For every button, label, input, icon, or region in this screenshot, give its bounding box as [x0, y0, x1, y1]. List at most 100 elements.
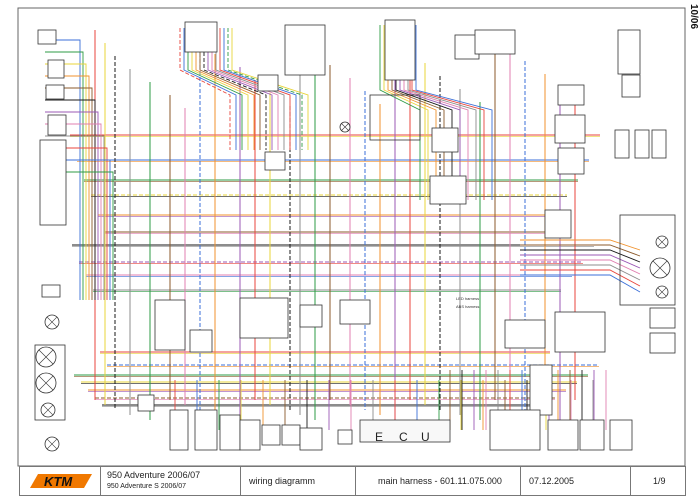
relay-box: [431, 127, 459, 153]
wire-path: [520, 269, 641, 287]
switch-box: [651, 129, 667, 159]
ktm-logo-text: KTM: [44, 474, 73, 489]
taillight-frame: [619, 214, 676, 306]
lamp-box: [649, 307, 676, 329]
sensor-box: [337, 429, 353, 445]
model-cell: 950 Adventure 2006/07 950 Adventure S 20…: [100, 467, 241, 495]
coil-box: [169, 409, 189, 451]
diagram-border: [17, 7, 686, 467]
connector-box: [264, 151, 286, 171]
sensor-box: [45, 84, 65, 100]
sensor-box: [544, 209, 572, 239]
wire-path: [45, 39, 81, 300]
ecu-letter-u: U: [421, 430, 430, 444]
horn-box: [617, 29, 641, 75]
logo-cell: KTM: [20, 467, 100, 495]
lamp-cross: [38, 349, 54, 365]
connector-box: [257, 74, 279, 92]
lamp-cross: [341, 123, 349, 131]
wire-path: [45, 171, 114, 300]
wire-path: [45, 99, 96, 300]
sensor-box: [219, 414, 241, 451]
component-layer: [34, 19, 676, 452]
sensor-box: [299, 427, 323, 451]
connector-box: [609, 419, 633, 451]
page-cell: 1/9: [630, 467, 686, 495]
sensor-box: [239, 419, 261, 451]
ecu-letter-c: C: [399, 430, 408, 444]
wire-path: [45, 135, 105, 300]
switch-box: [554, 311, 606, 353]
harness-cell: main harness - 601.11.075.000: [355, 467, 521, 495]
relay-box: [557, 84, 585, 106]
harness-label-right: ABS harness: [456, 304, 479, 309]
sensor-box: [474, 29, 516, 55]
sensor-box: [189, 329, 213, 353]
wire-path: [520, 274, 641, 293]
wire-path: [45, 111, 99, 300]
headlight-frame: [34, 344, 66, 421]
connector-box: [37, 29, 57, 45]
sensor-box: [299, 304, 323, 328]
title-block: KTM 950 Adventure 2006/07 950 Adventure …: [19, 466, 686, 496]
switch-box: [634, 129, 650, 159]
lamp-cross: [42, 404, 54, 416]
wire-path: [520, 264, 641, 281]
wire-path: [45, 51, 84, 300]
connector-box: [41, 284, 61, 298]
model-title: 950 Adventure 2006/07: [107, 470, 201, 480]
wire-path: [219, 28, 291, 150]
label-layer: E C U LED harness ABS harness: [375, 296, 479, 444]
relay-box: [184, 21, 218, 53]
relay-box: [557, 147, 585, 175]
wire-path: [383, 25, 429, 200]
sensor-box: [281, 424, 301, 446]
fuse-box: [384, 19, 416, 81]
lamp-cross: [46, 316, 58, 328]
ktm-logo: KTM: [30, 474, 92, 489]
wire-path: [179, 28, 231, 150]
connector-box: [339, 299, 371, 325]
doc-type-cell: wiring diagramm: [240, 467, 356, 495]
instrument-cluster: [39, 139, 67, 226]
doc-type: wiring diagramm: [249, 476, 316, 486]
switch-box: [614, 129, 630, 159]
ecu-letter-e: E: [375, 430, 383, 444]
switch-box: [239, 297, 289, 339]
wire-path: [520, 239, 641, 251]
sensor-box: [429, 175, 467, 205]
wire-path: [520, 259, 641, 275]
connector-box: [621, 74, 641, 98]
relay-box: [554, 114, 586, 144]
connector-block: [369, 94, 421, 141]
wire-path: [520, 244, 641, 257]
lamp-cross: [38, 375, 54, 391]
harness-label-left: LED harness: [456, 296, 479, 301]
model-subtitle: 950 Adventure S 2006/07: [107, 483, 187, 490]
lamp-cross: [657, 287, 667, 297]
harness-number: main harness - 601.11.075.000: [378, 476, 502, 486]
wire-path: [520, 249, 641, 263]
date-cell: 07.12.2005: [520, 467, 631, 495]
wire-path: [415, 25, 493, 200]
relay-box: [579, 419, 605, 451]
revision-label: 10/06: [688, 4, 699, 30]
lamp-cross: [657, 237, 667, 247]
lamp-cross: [46, 438, 58, 450]
lamp-cross: [652, 260, 668, 276]
injector-box: [194, 409, 218, 451]
wire-path: [520, 254, 641, 269]
sensor-box: [137, 394, 155, 412]
wire-path: [45, 159, 111, 300]
lamp-box: [649, 332, 676, 354]
switch-box: [47, 114, 67, 136]
abs-unit: [489, 409, 541, 451]
wire-path: [183, 28, 237, 150]
sensor-box: [47, 59, 65, 79]
sensor-box: [504, 319, 546, 349]
sensor-box: [261, 424, 281, 446]
connector-block: [529, 364, 553, 416]
ecu-connector: [359, 419, 451, 443]
